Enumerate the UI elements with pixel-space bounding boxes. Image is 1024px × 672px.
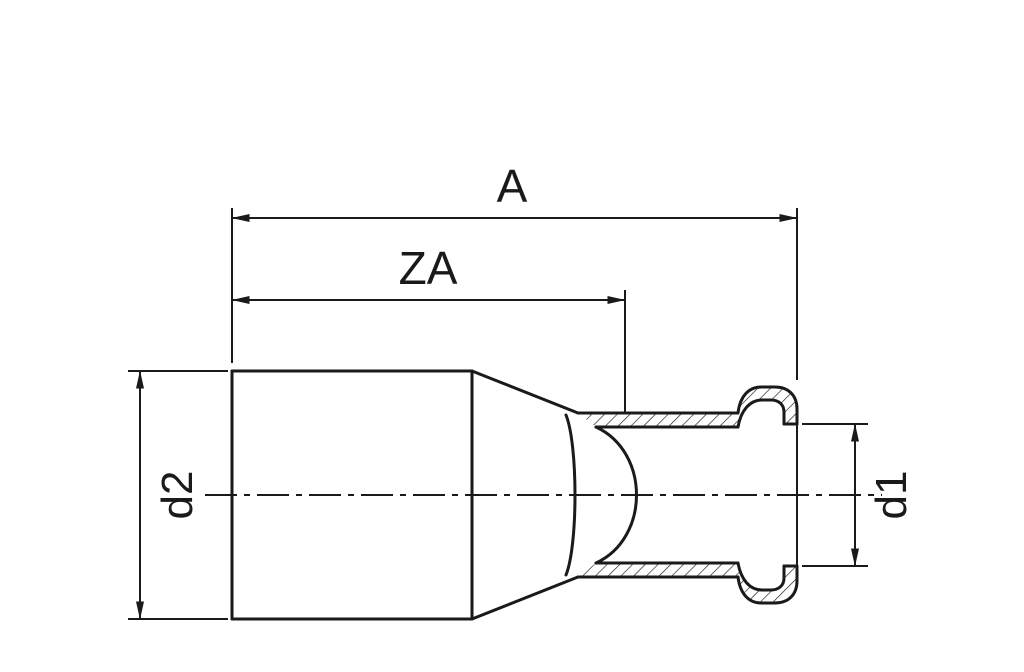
dim-label-za: ZA — [399, 242, 458, 294]
dim-label-d1: d1 — [867, 471, 916, 520]
dimension-d1: d1 — [802, 423, 916, 567]
small-tube-inner-walls — [594, 425, 740, 565]
dimension-ZA: ZA — [231, 242, 626, 412]
bead-inner-top — [736, 398, 786, 429]
inner-cone-contour — [564, 413, 577, 577]
fitting-body — [230, 369, 799, 621]
dim-label-a: A — [497, 160, 528, 212]
bead-opening-rims — [782, 422, 799, 568]
bead-outer-top — [736, 385, 799, 426]
dimension-d2: d2 — [128, 370, 228, 620]
large-socket-walls — [230, 369, 474, 621]
small-tube-outer-walls — [576, 411, 740, 579]
hatch-top-wall — [578, 413, 738, 427]
dimension-A: A — [231, 160, 798, 380]
hatch-bottom-wall — [578, 563, 738, 577]
hatch-bead-bottom — [738, 563, 797, 603]
bead-outer-bottom — [736, 564, 799, 605]
section-hatching — [578, 387, 797, 603]
hatch-bead-top — [738, 387, 797, 427]
dim-label-d2: d2 — [153, 471, 202, 520]
reducing-cone — [470, 369, 580, 621]
tube-stop-contour — [594, 425, 638, 565]
bead-inner-bottom — [736, 561, 786, 592]
